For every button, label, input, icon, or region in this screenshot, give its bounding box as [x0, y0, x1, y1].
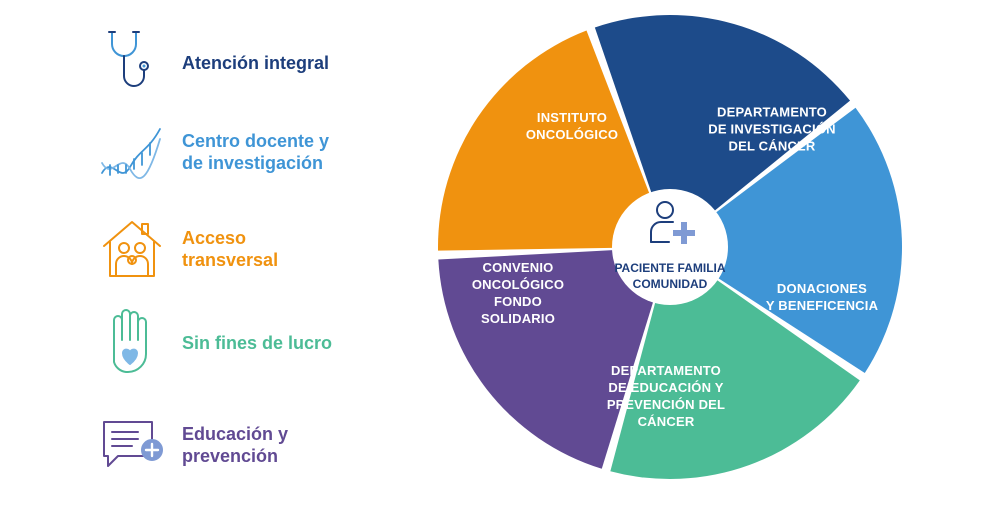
segment-label-investigacion: DEPARTAMENTO DE INVESTIGACIÓN DEL CÁNCER: [708, 104, 836, 154]
organization-wheel: INSTITUTO ONCOLÓGICO DEPARTAMENTO DE INV…: [420, 0, 1000, 501]
center-circle: [612, 189, 728, 305]
pillar-label: Atención integral: [182, 53, 330, 73]
stethoscope-icon: [98, 26, 166, 100]
pillar-educacion-prevencion: Educación y prevención: [98, 408, 368, 482]
pillar-label: Sin fines de lucro: [182, 333, 333, 353]
segment-label-convenio: CONVENIO ONCOLÓGICO FONDO SOLIDARIO: [471, 260, 565, 326]
pillar-atencion-integral: Atención integral: [98, 26, 368, 100]
pillar-acceso-transversal: Acceso transversal: [98, 212, 368, 286]
message-plus-icon: [98, 408, 166, 482]
house-family-icon: [98, 212, 166, 286]
pillar-sin-fines-de-lucro: Sin fines de lucro: [98, 306, 368, 380]
segment-instituto: [594, 15, 851, 236]
patient-plus-icon: [650, 201, 695, 244]
segment-investigacion: [684, 107, 902, 374]
segment-label-donaciones: DONACIONES Y BENEFICENCIA: [765, 281, 879, 313]
pillar-centro-docente: Centro docente y de investigación: [98, 115, 368, 189]
segment-convenio: [438, 30, 664, 251]
pillar-label: Centro docente y de investigación: [182, 131, 330, 173]
segment-educacion: [438, 247, 665, 469]
segment-donaciones: [610, 257, 860, 479]
pillar-label: Educación y prevención: [182, 424, 289, 466]
segment-label-instituto: INSTITUTO ONCOLÓGICO: [525, 110, 619, 142]
wheel-graphic: [438, 15, 902, 479]
dna-icon: [98, 115, 166, 189]
segment-label-educacion: DEPARTAMENTO DE EDUCACIÓN Y PREVENCIÓN D…: [606, 363, 726, 429]
hand-heart-icon: [98, 306, 166, 380]
center-label: PACIENTE FAMILIA COMUNIDAD: [614, 261, 726, 291]
pillar-label: Acceso transversal: [182, 228, 279, 270]
